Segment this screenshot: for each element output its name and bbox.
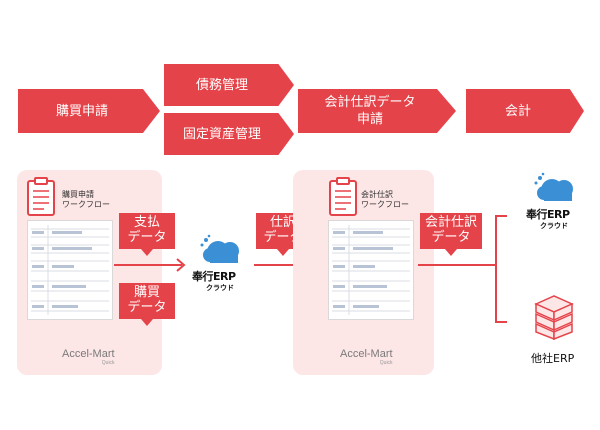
bugyo-erp-logo-right: 奉行ERP クラウド bbox=[526, 172, 590, 232]
clipboard-icon-right bbox=[329, 177, 357, 216]
accounting-journal-data-tag: 会計仕訳 データ bbox=[420, 213, 482, 256]
payment-data-tag: 支払 データ bbox=[119, 213, 175, 256]
cloud-icon-right bbox=[534, 172, 573, 201]
connector-vertical bbox=[495, 215, 497, 323]
purchase-workflow-label: 購買申請 ワークフロー bbox=[62, 190, 110, 209]
server-icon bbox=[534, 295, 574, 340]
erp-logo-sub: クラウド bbox=[206, 284, 234, 292]
erp-logo-sub-right: クラウド bbox=[540, 222, 568, 230]
connector-horizontal bbox=[418, 264, 496, 266]
other-erp-label: 他社ERP bbox=[531, 352, 575, 365]
arrow-head-left bbox=[176, 258, 186, 272]
cloud-icon bbox=[200, 234, 239, 263]
arrow-line-middle bbox=[254, 264, 318, 266]
step-accounting: 会計 bbox=[466, 89, 584, 133]
form-lines-right bbox=[332, 225, 410, 315]
accounting-workflow-label: 会計仕訳 ワークフロー bbox=[361, 190, 409, 209]
connector-top-branch bbox=[495, 215, 507, 217]
form-lines bbox=[31, 225, 109, 315]
bugyo-erp-logo-center: 奉行ERP クラウド bbox=[192, 234, 256, 294]
step-purchase-request: 購買申請 bbox=[18, 89, 160, 133]
step-accounting-data-request: 会計仕訳データ 申請 bbox=[298, 89, 456, 133]
arrow-line-left bbox=[114, 264, 182, 266]
step-fixed-asset-management: 固定資産管理 bbox=[164, 113, 294, 155]
erp-logo-text: 奉行ERP bbox=[192, 270, 236, 283]
purchase-form-preview bbox=[27, 220, 113, 320]
accel-mart-logo-right: Accel-Mart Quick bbox=[340, 348, 393, 366]
connector-bottom-branch bbox=[495, 321, 507, 323]
step-debt-management: 債務管理 bbox=[164, 64, 294, 106]
accounting-form-preview bbox=[328, 220, 414, 320]
clipboard-icon bbox=[27, 177, 55, 216]
erp-logo-text-right: 奉行ERP bbox=[526, 208, 570, 221]
purchase-data-tag: 購買 データ bbox=[119, 283, 175, 326]
accel-mart-logo-left: Accel-Mart Quick bbox=[62, 348, 115, 366]
